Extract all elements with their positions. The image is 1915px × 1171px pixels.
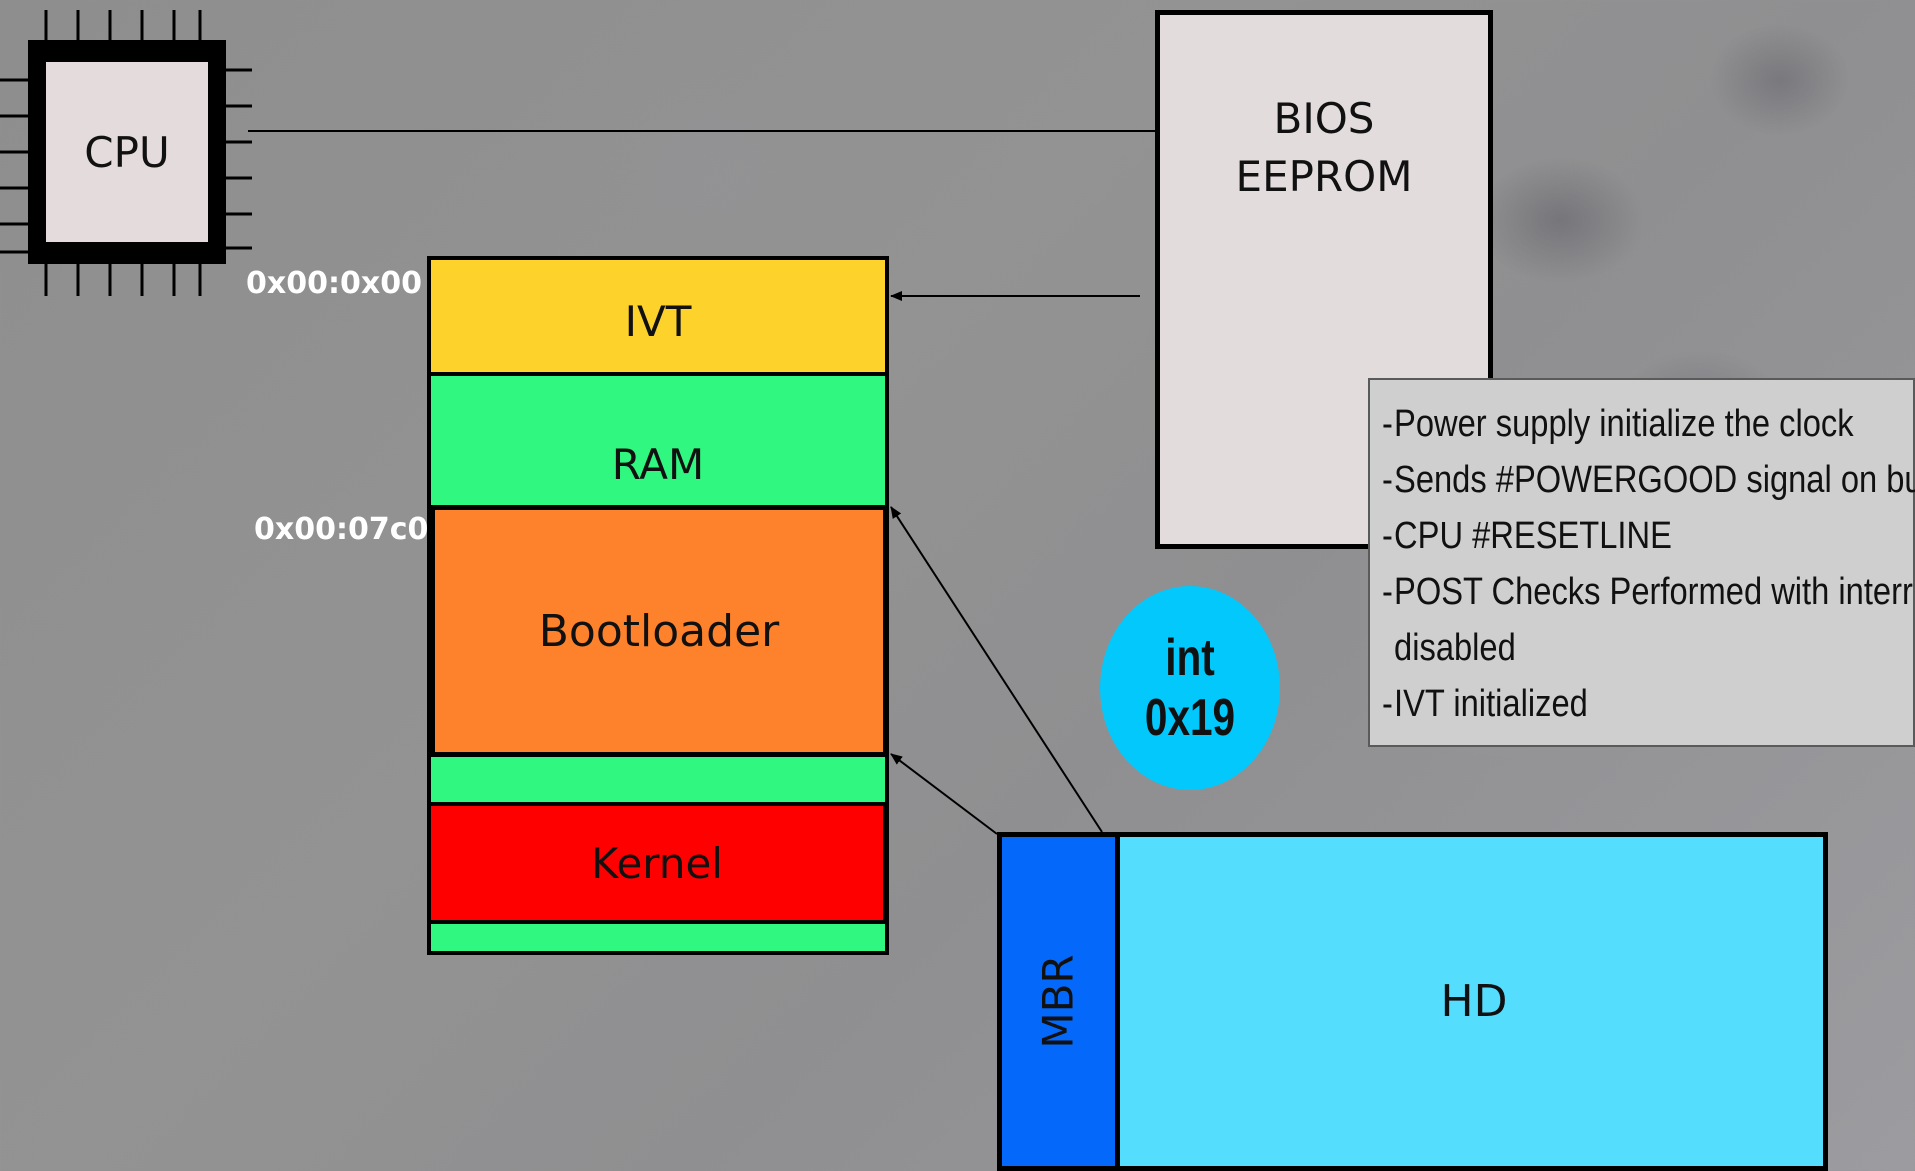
cpu-label: CPU [46,62,208,242]
note-line: CPU #RESETLINE [1382,508,1839,564]
mbr-block [997,832,1120,1171]
note-line: Power supply initialize the clock [1382,396,1854,452]
address-bootloader: 0x00:07c0 [254,512,429,547]
cpu-pins [0,10,252,296]
mbr-label-wrap: MBR [997,832,1120,1171]
ivt-block: IVT [427,256,889,376]
interrupt-bubble: int 0x19 [1100,586,1280,790]
note-line: IVT initialized [1382,676,1839,732]
interrupt-label: int 0x19 [1144,629,1236,747]
hard-disk [997,832,1828,1171]
mbr-to-bootloader-arrow [890,506,1103,833]
bootloader-block: Bootloader [430,505,888,757]
mbr-to-ram-arrow [890,753,998,835]
hd-label: HD [1440,976,1508,1027]
address-top: 0x00:0x00 [246,266,422,301]
note-line: disabled [1394,627,1516,669]
note-line: POST Checks Performed with interrupts [1382,564,1915,620]
ram-label: RAM [611,440,705,489]
kernel-block: Kernel [427,802,887,924]
bios-eeprom-label: BIOS EEPROM [1235,94,1413,201]
note-line: Sends #POWERGOOD signal on bus [1382,452,1915,508]
mbr-label: MBR [1033,954,1083,1049]
boot-notes: Power supply initialize the clock Sends … [1368,378,1915,747]
